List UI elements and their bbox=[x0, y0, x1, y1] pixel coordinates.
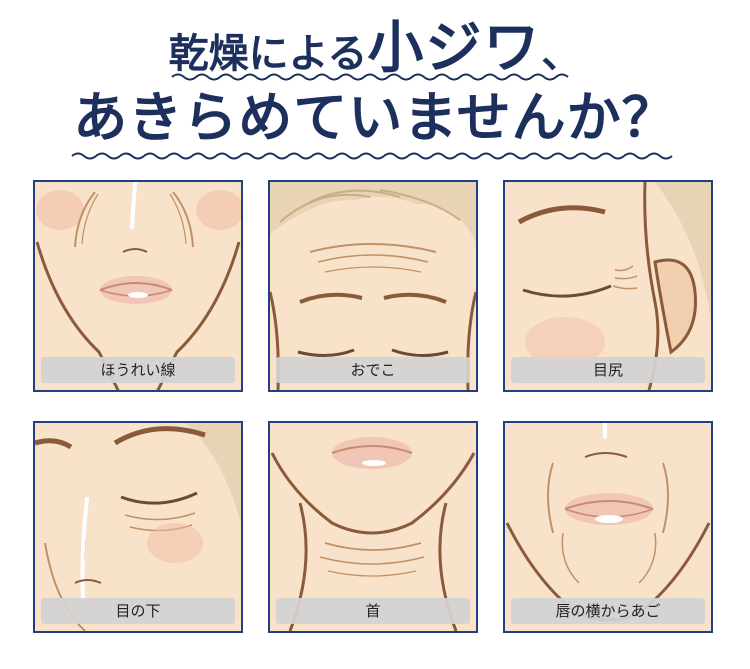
headline-suffix: 、 bbox=[541, 30, 582, 77]
under-eye-illustration bbox=[35, 423, 241, 631]
headline-line-1: 乾燥による小ジワ、 bbox=[0, 20, 750, 82]
headline-prefix: 乾燥による bbox=[168, 30, 368, 77]
headline-emphasis: 小ジワ bbox=[367, 15, 542, 81]
headline-line-2: あきらめていませんか？ bbox=[73, 85, 677, 149]
panel-neck: 首 bbox=[268, 421, 478, 633]
panel-label: 目尻 bbox=[511, 357, 705, 383]
panel-label: 首 bbox=[276, 598, 470, 624]
panel-forehead: おでこ bbox=[268, 180, 478, 392]
neck-illustration bbox=[270, 437, 476, 631]
headline: 乾燥による小ジワ、 あきらめていませんか？ bbox=[0, 0, 750, 175]
wave-underline-2 bbox=[71, 152, 673, 160]
panel-label: 唇の横からあご bbox=[511, 598, 705, 624]
panel-label: おでこ bbox=[276, 357, 470, 383]
wave-underline-1 bbox=[171, 73, 569, 81]
forehead-illustration bbox=[270, 182, 476, 390]
panel-label: 目の下 bbox=[41, 598, 235, 624]
panel-eye-corner: 目尻 bbox=[503, 180, 713, 392]
nasolabial-illustration bbox=[35, 182, 241, 390]
eye-corner-illustration bbox=[517, 182, 711, 390]
panel-nasolabial: ほうれい線 bbox=[33, 180, 243, 392]
panel-mouth-chin: 唇の横からあご bbox=[503, 421, 713, 633]
panel-under-eye: 目の下 bbox=[33, 421, 243, 633]
panel-label: ほうれい線 bbox=[41, 357, 235, 383]
